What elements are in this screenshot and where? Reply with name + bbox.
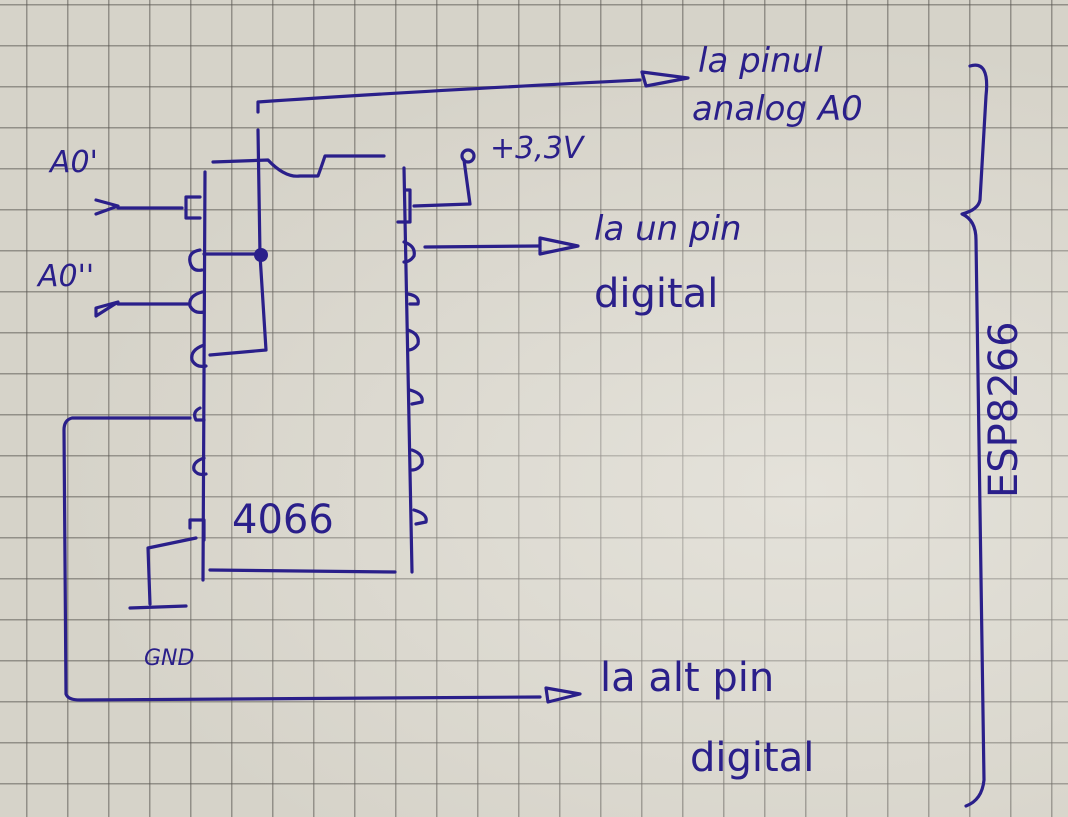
wire-vcc bbox=[412, 148, 476, 208]
internal-bus bbox=[202, 128, 268, 357]
ic-right-pins bbox=[396, 188, 428, 526]
esp8266-brace bbox=[960, 63, 989, 808]
wire-gnd bbox=[128, 536, 198, 610]
wire-digital-2 bbox=[62, 416, 582, 704]
label-analog-target: la pinul bbox=[698, 41, 823, 81]
wire-input-a0-double-prime bbox=[94, 300, 190, 318]
label-digital-target-1: la un pin bbox=[594, 209, 742, 249]
label-analog-target-line2: analog A0 bbox=[692, 89, 863, 129]
label-vcc: +3,3V bbox=[490, 131, 584, 166]
ic-left-pins bbox=[184, 195, 208, 542]
label-input-a0-prime: A0' bbox=[50, 145, 98, 180]
wire-input-a0-prime bbox=[94, 198, 184, 216]
wire-analog-a0 bbox=[256, 70, 690, 114]
label-gnd: GND bbox=[144, 646, 195, 671]
junction-dot bbox=[254, 248, 268, 262]
label-digital-target-2-line2: digital bbox=[690, 735, 815, 781]
label-digital-target-2: la alt pin bbox=[600, 655, 775, 701]
label-esp8266: ESP8266 bbox=[981, 321, 1027, 498]
ic-4066-body bbox=[201, 154, 414, 582]
label-digital-target-1-line2: digital bbox=[594, 271, 719, 317]
label-ic-part-number: 4066 bbox=[232, 497, 334, 543]
wire-digital-1 bbox=[423, 236, 580, 256]
label-input-a0-double-prime: A0'' bbox=[38, 259, 95, 294]
